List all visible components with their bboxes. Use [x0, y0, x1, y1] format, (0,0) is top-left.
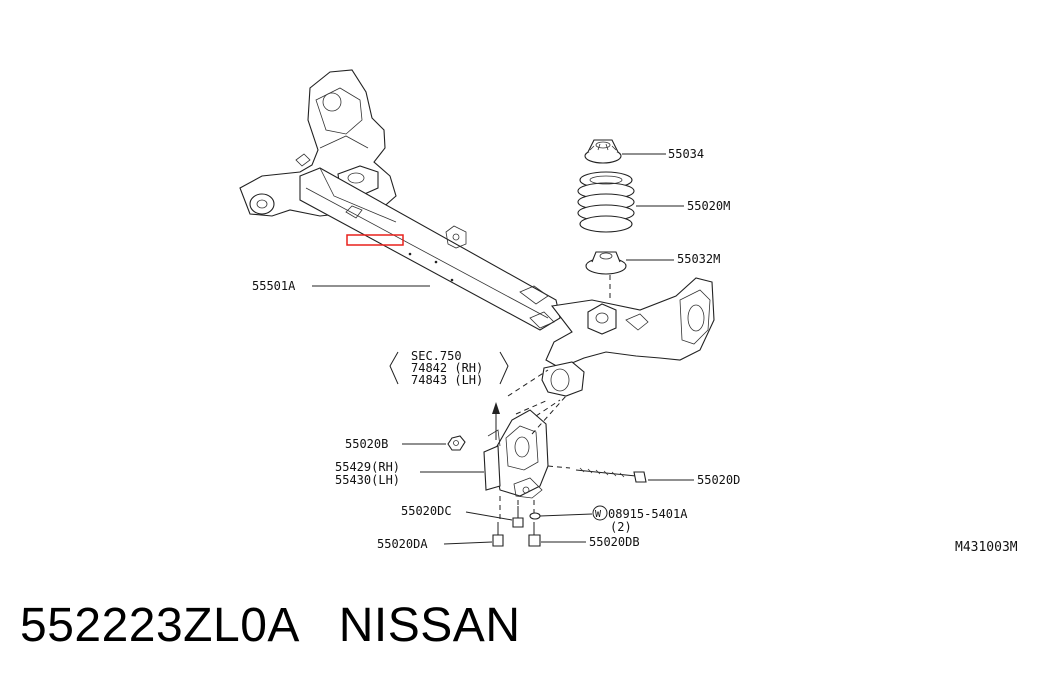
bolt-55020d [575, 467, 647, 483]
label-55020dc: 55020DC [401, 504, 452, 518]
label-55501a: 55501A [252, 279, 296, 293]
part-caption: 552223ZL0A NISSAN [20, 598, 520, 653]
leader-lines [312, 153, 694, 545]
parts-diagram: 55034 55020M 55032M 55501A SEC.750 74842… [239, 69, 1018, 555]
dashed-leader-lines [499, 369, 571, 520]
rear-axle-beam [239, 69, 715, 397]
label-08915: 08915-5401A [608, 507, 688, 521]
label-55429: 55429(RH) [335, 460, 400, 474]
sec-line-2: 74842 (RH) [411, 361, 483, 375]
caption-brand: NISSAN [338, 599, 521, 652]
label-55020db: 55020DB [589, 535, 640, 549]
washer-symbol-letter: W [595, 509, 602, 520]
bolt-55020db [528, 522, 541, 547]
diagram-code: M431003M [955, 540, 1018, 555]
washer-symbol-circle [592, 505, 608, 521]
label-55020b: 55020B [345, 437, 388, 451]
lower-spring-seat [585, 251, 627, 275]
bolt-55020dc [512, 506, 524, 528]
label-55034: 55034 [668, 147, 704, 161]
label-08915-qty: (2) [610, 520, 632, 534]
washer-08915 [529, 512, 541, 520]
nut-55020b [447, 435, 466, 451]
sec-reference-frame [389, 351, 509, 385]
label-55020m: 55020M [687, 199, 730, 213]
coil-spring [577, 171, 635, 233]
direction-arrow-head [492, 402, 500, 414]
label-55020da: 55020DA [377, 537, 428, 551]
mounting-bracket [483, 409, 549, 499]
label-55020d: 55020D [697, 473, 740, 487]
label-55032m: 55032M [677, 252, 720, 266]
sec-line-3: 74843 (LH) [411, 373, 483, 387]
bolt-55020da [492, 522, 504, 547]
upper-spring-seat [584, 139, 622, 164]
highlight-marker [346, 234, 404, 246]
caption-part-number: 552223ZL0A [20, 599, 298, 652]
label-55430: 55430(LH) [335, 473, 400, 487]
sec-line-1: SEC.750 [411, 349, 462, 363]
